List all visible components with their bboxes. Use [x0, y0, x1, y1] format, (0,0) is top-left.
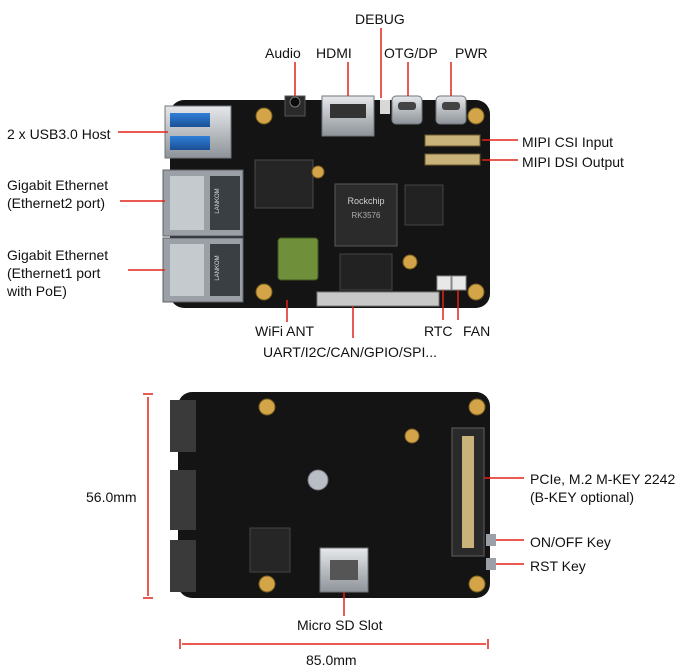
storage-chip	[339, 253, 393, 291]
label-eth1: Gigabit Ethernet (Ethernet1 port with Po…	[7, 246, 108, 300]
label-eth1-line3: with PoE)	[7, 283, 67, 299]
label-pcie-line1: PCIe, M.2 M-KEY 2242	[530, 471, 676, 487]
label-wifi-ant: WiFi ANT	[255, 323, 315, 339]
label-eth2-line1: Gigabit Ethernet	[7, 177, 109, 193]
label-rst: RST Key	[530, 558, 586, 574]
soc-brand-text: Rockchip	[347, 196, 384, 206]
label-eth2-line2: (Ethernet2 port)	[7, 195, 106, 211]
ethernet1-port: LANKOM	[162, 237, 244, 303]
gpio-header	[316, 291, 440, 307]
otg-dp-port	[391, 95, 423, 125]
ethernet2-port: LANKOM	[162, 169, 244, 237]
mount-hole	[404, 428, 420, 444]
debug-connector	[380, 100, 390, 114]
standoff	[307, 469, 329, 491]
mipi-dsi-connector	[424, 153, 481, 166]
mipi-csi-connector	[424, 134, 481, 147]
dimension-width-label: 85.0mm	[306, 652, 357, 668]
mount-hole	[467, 283, 485, 301]
label-eth2: Gigabit Ethernet (Ethernet2 port)	[7, 176, 108, 212]
usb-shadow	[170, 400, 196, 452]
rtc-connector	[436, 275, 452, 291]
usb3-port	[164, 105, 232, 159]
eth-shadow	[170, 470, 196, 530]
ram-chip	[254, 159, 314, 209]
mount-hole	[402, 254, 418, 270]
label-eth1-line2: (Ethernet1 port	[7, 265, 101, 281]
hdmi-port	[321, 95, 375, 137]
label-fan: FAN	[463, 323, 491, 339]
label-mipi-csi: MIPI CSI Input	[522, 134, 614, 150]
board-bottom-view	[170, 392, 496, 598]
eth1-chip-label: LANKOM	[215, 255, 221, 280]
label-rtc: RTC	[424, 323, 453, 339]
label-pwr: PWR	[455, 45, 488, 61]
mount-hole	[311, 165, 325, 179]
pmic-chip	[404, 184, 444, 226]
mount-hole	[258, 398, 276, 416]
soc-chip: Rockchip RK3576	[334, 183, 398, 247]
label-microsd: Micro SD Slot	[297, 617, 383, 633]
label-mipi-dsi: MIPI DSI Output	[522, 154, 624, 170]
label-usb: 2 x USB3.0 Host	[7, 126, 111, 142]
mount-hole	[468, 575, 486, 593]
label-audio: Audio	[265, 45, 301, 61]
label-otg-dp: OTG/DP	[384, 45, 438, 61]
label-onoff: ON/OFF Key	[530, 534, 611, 550]
soc-model-text: RK3576	[352, 211, 381, 220]
label-hdmi: HDMI	[316, 45, 352, 61]
board-top-view: LANKOM LANKOM	[162, 95, 490, 308]
label-eth1-line1: Gigabit Ethernet	[7, 247, 109, 263]
m2-slot	[451, 427, 485, 557]
eth2-chip-label: LANKOM	[215, 188, 221, 213]
label-pcie-line2: (B-KEY optional)	[530, 489, 635, 505]
dimension-markers	[143, 393, 489, 649]
label-pcie: PCIe, M.2 M-KEY 2242 (B-KEY optional)	[530, 470, 675, 506]
label-debug: DEBUG	[355, 11, 405, 27]
mount-hole	[258, 575, 276, 593]
microsd-slot	[319, 547, 369, 593]
onoff-key	[486, 534, 496, 546]
fan-connector	[451, 275, 467, 291]
rst-key	[486, 558, 496, 570]
label-gpio: UART/I2C/CAN/GPIO/SPI...	[263, 344, 438, 360]
mount-hole	[468, 398, 486, 416]
mount-hole	[255, 107, 273, 125]
mount-hole	[255, 283, 273, 301]
dimension-height-label: 56.0mm	[86, 489, 137, 505]
eth-shadow	[170, 540, 196, 592]
wifi-module	[277, 237, 319, 281]
pwr-port	[435, 95, 467, 125]
bottom-chip	[249, 527, 291, 573]
mount-hole	[467, 107, 485, 125]
pointer-lines	[118, 28, 524, 616]
audio-jack	[284, 95, 306, 117]
